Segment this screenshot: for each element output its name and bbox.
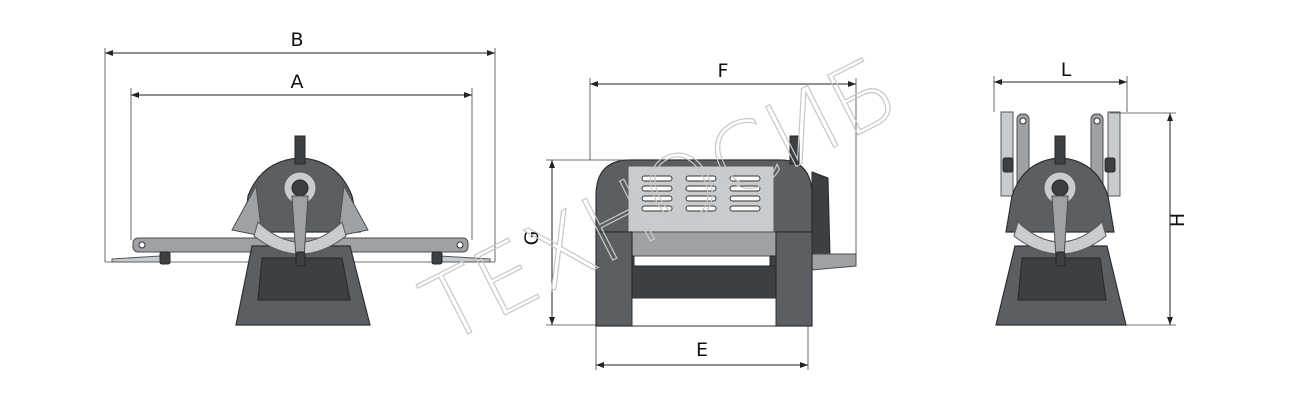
dimension-label-f: F: [718, 60, 729, 82]
dimension-f: F: [589, 60, 857, 256]
folded-view: [995, 111, 1127, 326]
dimension-label-h: H: [1167, 213, 1189, 227]
dimension-label-b: B: [290, 29, 303, 51]
front-view: [105, 135, 495, 326]
dimension-label-e: E: [696, 339, 708, 361]
dimension-a: A: [130, 71, 473, 240]
dimension-label-l: L: [1061, 59, 1072, 81]
dimension-h: H: [1110, 112, 1189, 326]
side-view: [595, 135, 857, 327]
dimension-e: E: [595, 326, 809, 370]
dimension-g: G: [521, 159, 630, 326]
dimension-label-a: A: [291, 71, 304, 93]
dimension-b: B: [104, 29, 496, 262]
dimension-l: L: [993, 59, 1128, 112]
dimension-label-g: G: [521, 231, 543, 246]
